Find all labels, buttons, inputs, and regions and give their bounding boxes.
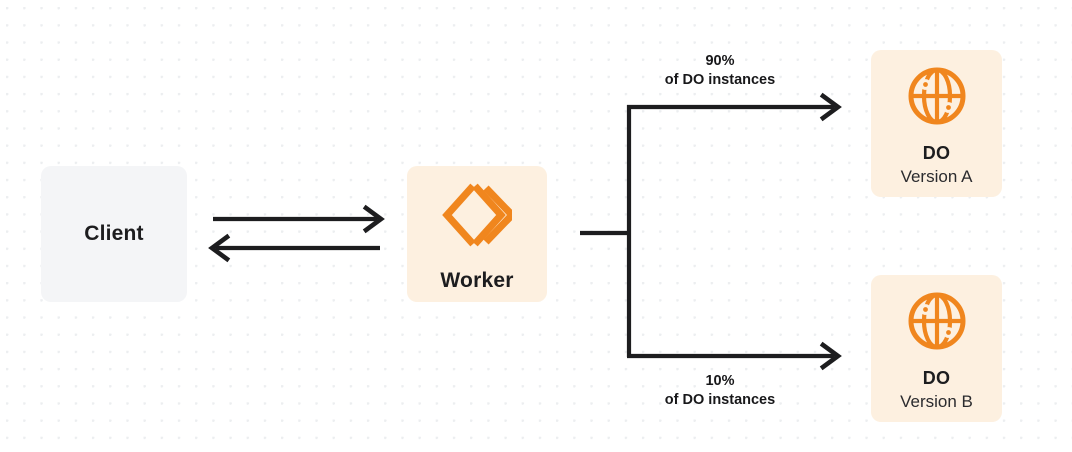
node-worker[interactable]: Worker <box>407 166 547 302</box>
edge-label-do-b: 10% of DO instances <box>630 372 810 410</box>
branch-trunk <box>580 105 632 357</box>
arrow-worker-to-do-b <box>627 341 842 371</box>
node-worker-label: Worker <box>440 269 514 292</box>
cloudflare-workers-icon <box>442 181 517 249</box>
node-do-a-sublabel: Version A <box>900 166 973 186</box>
edge-label-do-a-detail: of DO instances <box>664 72 776 88</box>
node-do-version-b[interactable]: DO Version B <box>871 275 1002 422</box>
edge-label-do-b-percent: 10% <box>705 373 735 389</box>
globe-icon <box>906 65 968 127</box>
node-do-b-label: DO <box>922 367 951 388</box>
arrow-worker-to-client <box>208 233 380 263</box>
edge-label-do-b-detail: of DO instances <box>664 392 776 408</box>
node-client-label: Client <box>84 222 144 245</box>
node-do-b-sublabel: Version B <box>900 391 973 411</box>
node-client[interactable]: Client <box>41 166 187 302</box>
edge-label-do-a: 90% of DO instances <box>630 52 810 90</box>
arrow-client-to-worker <box>213 204 385 234</box>
arrow-worker-to-do-a <box>627 92 842 122</box>
node-do-version-a[interactable]: DO Version A <box>871 50 1002 197</box>
globe-icon <box>906 290 968 352</box>
edge-label-do-a-percent: 90% <box>705 53 735 69</box>
node-do-a-label: DO <box>922 142 951 163</box>
